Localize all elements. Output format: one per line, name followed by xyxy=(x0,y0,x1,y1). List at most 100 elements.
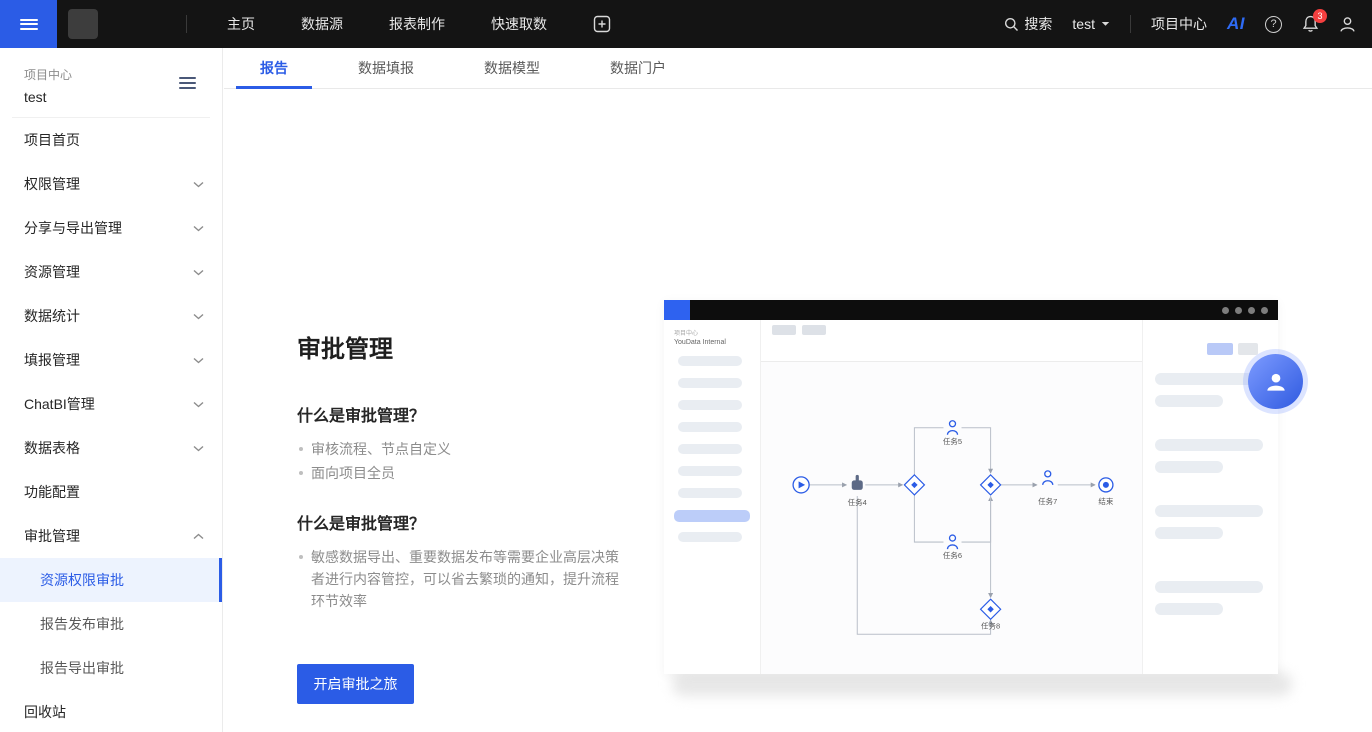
sidebar-item-label: 项目首页 xyxy=(24,132,80,148)
hamburger-icon xyxy=(19,16,38,32)
sidebar-item-label: 报告发布审批 xyxy=(40,616,124,632)
sidebar-subitem-report-publish-approval[interactable]: 报告发布审批 xyxy=(0,602,222,646)
chevron-down-icon xyxy=(193,269,204,275)
search-label: 搜索 xyxy=(1024,16,1053,32)
illustration-avatar xyxy=(1248,354,1303,409)
illustration-shadow xyxy=(672,672,1292,696)
sidebar-item-project-home[interactable]: 项目首页 xyxy=(0,118,222,162)
section-heading: 什么是审批管理？ xyxy=(297,408,426,425)
quick-create-button[interactable] xyxy=(593,15,611,33)
feature-bullet-list: 审核流程、节点自定义 面向项目全员 xyxy=(297,438,629,484)
placeholder-bar xyxy=(1155,439,1263,451)
sidebar-item-label: 填报管理 xyxy=(24,352,80,368)
bullet-item: 审核流程、节点自定义 xyxy=(297,438,629,460)
placeholder-chip-blue xyxy=(1207,343,1233,355)
placeholder-bar xyxy=(1155,373,1263,385)
ai-logo[interactable]: AI xyxy=(1227,14,1245,33)
sidebar-divider xyxy=(12,117,210,118)
placeholder-bar xyxy=(678,532,742,542)
tab-report[interactable]: 报告 xyxy=(236,48,312,89)
sidebar-item-approval-mgmt[interactable]: 审批管理 xyxy=(0,514,222,558)
chevron-down-icon xyxy=(193,401,204,407)
sidebar-item-data-statistics[interactable]: 数据统计 xyxy=(0,294,222,338)
sidebar-collapse-icon[interactable] xyxy=(179,74,196,92)
sidebar-item-label: 分享与导出管理 xyxy=(24,220,122,236)
feature-intro: 审批管理 什么是审批管理？ 审核流程、节点自定义 面向项目全员 什么是审批管理？… xyxy=(297,334,629,704)
placeholder-bar xyxy=(678,488,742,498)
sidebar-item-label: 数据表格 xyxy=(24,440,80,456)
search-icon xyxy=(1005,17,1019,31)
nav-item-home[interactable]: 主页 xyxy=(227,16,255,32)
flow-start-node xyxy=(792,476,810,494)
flow-person-task-right xyxy=(1042,470,1054,486)
placeholder-bar-active xyxy=(674,510,750,522)
nav-item-report-builder[interactable]: 报表制作 xyxy=(389,16,445,32)
chevron-down-icon xyxy=(193,357,204,363)
sidebar-subitem-report-export-approval[interactable]: 报告导出审批 xyxy=(0,646,222,690)
nav-divider xyxy=(186,15,187,33)
notification-badge: 3 xyxy=(1313,9,1327,23)
account-button[interactable] xyxy=(1339,16,1356,33)
sidebar-subitem-resource-permission-approval[interactable]: 资源权限审批 xyxy=(0,558,222,602)
mock-section-label: 项目中心 xyxy=(674,331,699,337)
sidebar-item-resource-mgmt[interactable]: 资源管理 xyxy=(0,250,222,294)
placeholder-bar xyxy=(1155,527,1223,539)
sidebar: 项目中心 test 项目首页 权限管理 分享与导出管理 资源管理 数据统计 填报… xyxy=(0,48,223,732)
start-approval-button[interactable]: 开启审批之旅 xyxy=(297,664,414,704)
sidebar-item-filling-mgmt[interactable]: 填报管理 xyxy=(0,338,222,382)
sidebar-project-name: test xyxy=(24,89,47,105)
sidebar-item-label: 资源权限审批 xyxy=(40,572,124,588)
section-heading: 什么是审批管理？ xyxy=(297,516,426,533)
question-icon: ? xyxy=(1270,18,1277,30)
window-dot xyxy=(1248,306,1255,314)
flow-label: 任务5 xyxy=(943,436,962,446)
project-center-link[interactable]: 项目中心 xyxy=(1151,16,1207,32)
user-icon xyxy=(1266,373,1285,391)
placeholder-bar xyxy=(678,356,742,366)
mock-toolbar xyxy=(761,339,1142,361)
tab-data-portal[interactable]: 数据门户 xyxy=(610,60,666,76)
placeholder-bar xyxy=(678,466,742,476)
search-button[interactable]: 搜索 xyxy=(1004,14,1052,34)
sidebar-item-permission-mgmt[interactable]: 权限管理 xyxy=(0,162,222,206)
active-indicator xyxy=(219,558,222,602)
notifications-button[interactable]: 3 xyxy=(1302,9,1327,33)
mock-browser-window: 项目中心 YouData Internal xyxy=(664,300,1278,674)
sidebar-item-chatbi-mgmt[interactable]: ChatBI管理 xyxy=(0,382,222,426)
sidebar-item-label: 回收站 xyxy=(24,704,66,720)
help-button[interactable]: ? xyxy=(1265,15,1282,33)
window-controls xyxy=(1222,306,1268,314)
main-menu-button[interactable] xyxy=(0,0,57,48)
sidebar-item-recycle-bin[interactable]: 回收站 xyxy=(0,690,222,732)
placeholder-bar xyxy=(1155,505,1263,517)
sidebar-item-function-config[interactable]: 功能配置 xyxy=(0,470,222,514)
nav-item-datasource[interactable]: 数据源 xyxy=(301,16,343,32)
nav-item-quick-data[interactable]: 快速取数 xyxy=(491,16,547,32)
sidebar-item-label: 权限管理 xyxy=(24,176,80,192)
sidebar-item-label: 资源管理 xyxy=(24,264,80,280)
mock-browser-tab xyxy=(664,300,690,320)
main-content: 报告 数据填报 数据模型 数据门户 审批管理 什么是审批管理？ 审核流程、节点自… xyxy=(224,48,1372,732)
plus-square-icon xyxy=(593,15,611,33)
flow-label: 结束 xyxy=(1098,496,1114,506)
top-nav-menu: 主页 数据源 报表制作 快速取数 xyxy=(227,14,547,34)
mock-project-name: YouData Internal xyxy=(674,339,726,346)
nav-divider xyxy=(1130,15,1131,33)
mock-flow-canvas: 任务4 任务5 xyxy=(761,361,1142,674)
tab-data-filling[interactable]: 数据填报 xyxy=(358,60,414,76)
user-menu[interactable]: test xyxy=(1072,16,1110,32)
bullet-item: 敏感数据导出、重要数据发布等需要企业高层决策者进行内容管控，可以省去繁琐的通知，… xyxy=(297,546,629,612)
sidebar-item-label: 报告导出审批 xyxy=(40,660,124,676)
mock-app-body: 项目中心 YouData Internal xyxy=(664,320,1278,674)
feature-bullet-list: 敏感数据导出、重要数据发布等需要企业高层决策者进行内容管控，可以省去繁琐的通知，… xyxy=(297,546,629,612)
tab-data-model[interactable]: 数据模型 xyxy=(484,60,540,76)
sidebar-item-data-tables[interactable]: 数据表格 xyxy=(0,426,222,470)
app-logo[interactable] xyxy=(68,9,98,39)
placeholder-chip xyxy=(772,324,796,335)
window-dot xyxy=(1235,306,1242,314)
window-dot xyxy=(1261,306,1268,314)
placeholder-bar xyxy=(678,422,742,432)
top-navbar: 主页 数据源 报表制作 快速取数 搜索 test 项目中心 AI ? xyxy=(0,0,1372,48)
flow-label: 任务8 xyxy=(981,620,1000,630)
sidebar-item-share-export-mgmt[interactable]: 分享与导出管理 xyxy=(0,206,222,250)
